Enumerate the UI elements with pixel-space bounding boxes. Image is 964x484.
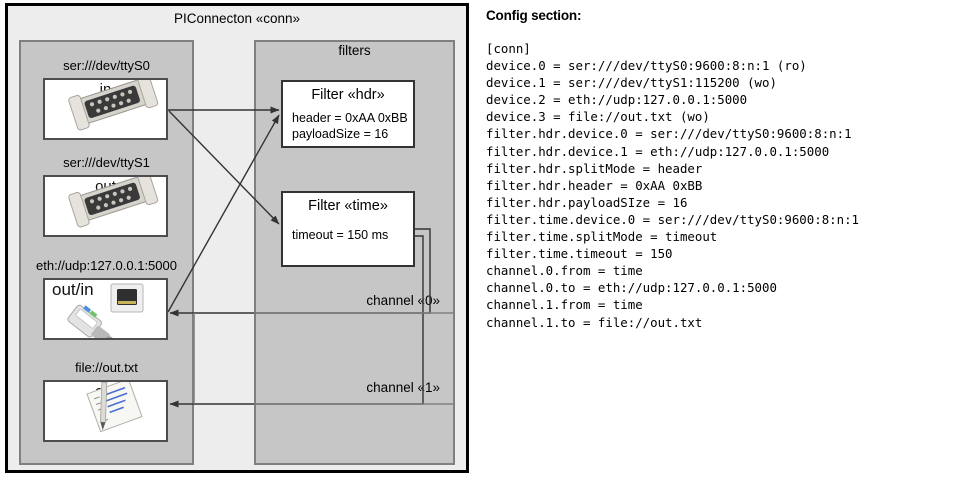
config-line: channel.1.to = file://out.txt [486, 314, 703, 330]
filters-panel-title: filters [338, 43, 371, 58]
config-line: channel.0.to = eth://udp:127.0.0.1:5000 [486, 280, 777, 296]
device-box-ttys1[interactable]: out [43, 175, 168, 237]
filter-time-title: Filter «time» [308, 198, 388, 214]
ethernet-plug-icon [45, 280, 166, 338]
config-line: filter.time.timeout = 150 [486, 246, 673, 262]
arrow-channel-0 [169, 228, 431, 317]
device-box-file[interactable]: out [43, 380, 168, 442]
filter-box-hdr[interactable]: Filter «hdr» header = 0xAA 0xBB payloadS… [281, 80, 415, 148]
device-label-eth: eth://udp:127.0.0.1:5000 [36, 258, 177, 273]
config-line: [conn] [486, 41, 531, 56]
serial-port-icon [45, 80, 166, 138]
config-line: filter.hdr.header = 0xAA 0xBB [486, 177, 703, 193]
device-label-ttys1: ser:///dev/ttyS1 [63, 155, 150, 170]
filter-hdr-props: header = 0xAA 0xBB payloadSize = 16 [292, 110, 408, 142]
device-label-file: file://out.txt [75, 360, 138, 375]
config-line: device.0 = ser:///dev/ttyS0:9600:8:n:1 (… [486, 58, 807, 74]
device-box-ttys0[interactable]: in [43, 78, 168, 140]
filter-box-time[interactable]: Filter «time» timeout = 150 ms [281, 191, 415, 267]
channel-1-label: channel «1» [366, 380, 440, 395]
diagram-title: PIConnecton «conn» [173, 11, 301, 26]
config-line: filter.time.splitMode = timeout [486, 229, 718, 245]
config-line: filter.hdr.device.1 = eth://udp:127.0.0.… [486, 143, 830, 159]
connection-arrows [167, 106, 455, 408]
config-line: filter.hdr.payloadSIze = 16 [486, 194, 688, 210]
filter-hdr-title: Filter «hdr» [311, 87, 385, 103]
config-line: channel.1.from = time [486, 297, 643, 313]
device-label-ttys0: ser:///dev/ttyS0 [63, 58, 150, 73]
config-section: Config section: [conn] device.0 = ser:///… [483, 0, 964, 484]
config-line: filter.time.device.0 = ser:///dev/ttyS0:… [486, 211, 859, 227]
config-line: filter.hdr.splitMode = header [486, 160, 703, 176]
config-line: device.2 = eth://udp:127.0.0.1:5000 [486, 92, 748, 108]
filter-hdr-prop-header: header = 0xAA 0xBB [292, 111, 408, 125]
filter-hdr-prop-payloadsize: payloadSize = 16 [292, 127, 389, 141]
arrow-channel-1 [169, 235, 424, 408]
device-direction-ttys0: in [99, 81, 112, 98]
text-file-icon [45, 382, 166, 440]
config-line: channel.0.from = time [486, 263, 643, 279]
config-line: device.1 = ser:///dev/ttyS1:115200 (wo) [486, 75, 777, 91]
arrow-ttys0-to-time [168, 110, 280, 225]
arrow-eth-to-hdr [167, 114, 280, 313]
config-line: filter.hdr.device.0 = ser:///dev/ttyS0:9… [486, 126, 852, 142]
filter-time-props: timeout = 150 ms [292, 227, 388, 243]
config-line: device.3 = file://out.txt (wo) [486, 109, 710, 125]
config-lines-list: [conn] device.0 = ser:///dev/ttyS0:9600:8… [486, 40, 859, 331]
device-direction-eth: out/in [52, 280, 94, 299]
channel-0-label: channel «0» [366, 293, 440, 308]
serial-port-icon [45, 177, 166, 235]
architecture-diagram: PIConnecton «conn» filters ser:///dev/tt… [0, 0, 478, 484]
device-box-eth[interactable]: out/in [43, 278, 168, 340]
config-section-heading: Config section: [486, 8, 582, 23]
filter-time-prop-timeout: timeout = 150 ms [292, 228, 389, 242]
